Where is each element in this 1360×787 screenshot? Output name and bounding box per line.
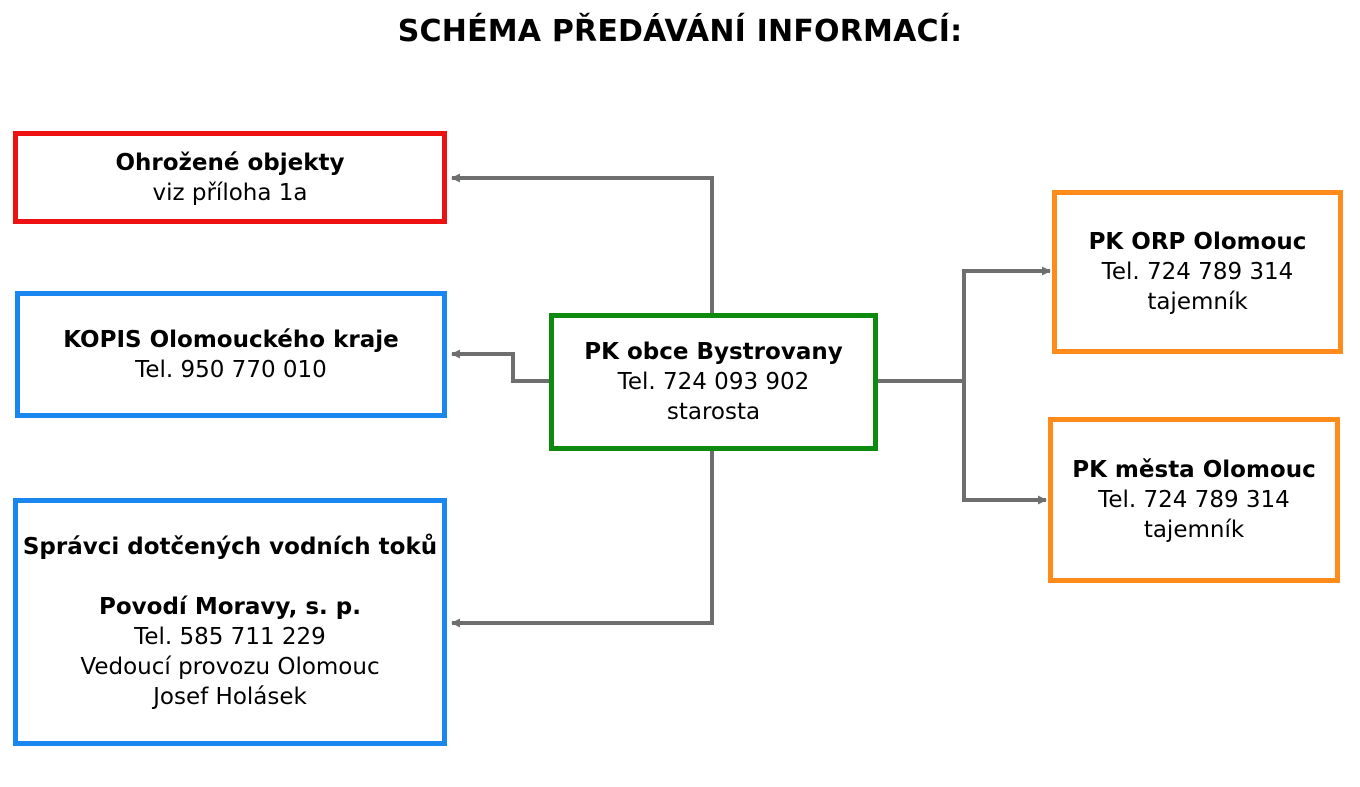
center-title: PK obce Bystrovany: [584, 339, 843, 365]
river-managers-box: Správci dotčených vodních toků Povodí Mo…: [13, 498, 447, 746]
kopis-phone: Tel. 950 770 010: [135, 356, 327, 383]
arrow-to-kopis: [451, 349, 552, 383]
center-role: starosta: [666, 399, 761, 425]
threatened-objects-box: Ohrožené objekty viz příloha 1a: [13, 131, 447, 224]
orp-box: PK ORP Olomouc Tel. 724 789 314 tajemník: [1052, 190, 1343, 354]
threatened-objects-title: Ohrožené objekty: [115, 149, 345, 176]
city-title: PK města Olomouc: [1072, 457, 1316, 483]
orp-phone: Tel. 724 789 314: [1101, 259, 1294, 285]
arrow-to-threatened: [451, 173, 714, 316]
kopis-box: KOPIS Olomouckého kraje Tel. 950 770 010: [15, 291, 447, 418]
city-phone: Tel. 724 789 314: [1098, 487, 1290, 513]
diagram-title: SCHÉMA PŘEDÁVÁNÍ INFORMACÍ:: [397, 14, 963, 49]
river-managers-title: Správci dotčených vodních toků: [22, 534, 438, 560]
center-box: PK obce Bystrovany Tel. 724 093 902 star…: [549, 313, 878, 451]
river-managers-phone: Tel. 585 711 229: [134, 624, 326, 650]
river-managers-person: Josef Holásek: [153, 684, 307, 710]
river-managers-org: Povodí Moravy, s. p.: [99, 594, 361, 620]
arrow-to-rivers: [451, 448, 714, 628]
orp-title: PK ORP Olomouc: [1088, 229, 1307, 255]
orp-role: tajemník: [1147, 289, 1248, 315]
arrow-to-city: [962, 381, 1047, 505]
city-box: PK města Olomouc Tel. 724 789 314 tajemn…: [1048, 417, 1340, 583]
river-managers-role: Vedoucí provozu Olomouc: [80, 654, 380, 680]
threatened-objects-note: viz příloha 1a: [152, 179, 308, 206]
center-phone: Tel. 724 093 902: [617, 369, 810, 395]
city-role: tajemník: [1143, 517, 1245, 543]
kopis-title: KOPIS Olomouckého kraje: [63, 326, 399, 353]
arrow-to-orp: [962, 266, 1051, 381]
